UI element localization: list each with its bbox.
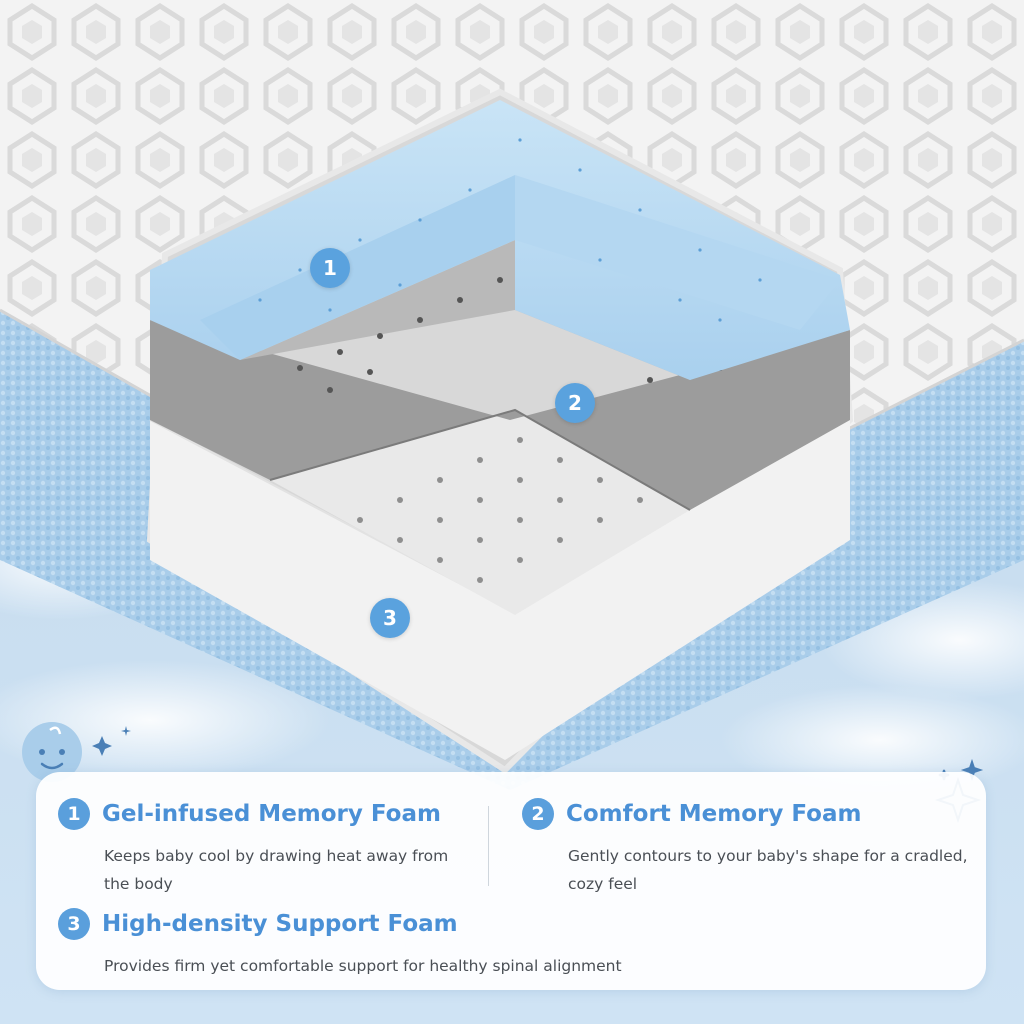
feature-title: Comfort Memory Foam bbox=[566, 801, 862, 827]
layer-3-marker: 3 bbox=[370, 598, 410, 638]
feature-description: Gently contours to your baby's shape for… bbox=[568, 847, 968, 893]
foam-cutaway bbox=[146, 88, 854, 774]
feature-support-foam: 3 High-density Support Foam Provides fir… bbox=[58, 908, 958, 980]
feature-gel-foam: 1 Gel-infused Memory Foam Keeps baby coo… bbox=[58, 798, 478, 898]
support-foam-layer bbox=[150, 410, 850, 760]
layer-2-marker: 2 bbox=[555, 383, 595, 423]
feature-panel bbox=[36, 772, 986, 990]
feature-description: Provides firm yet comfortable support fo… bbox=[104, 957, 622, 975]
feature-number-badge: 3 bbox=[58, 908, 90, 940]
feature-number-badge: 1 bbox=[58, 798, 90, 830]
feature-description: Keeps baby cool by drawing heat away fro… bbox=[104, 847, 449, 893]
layer-1-marker: 1 bbox=[310, 248, 350, 288]
feature-comfort-foam: 2 Comfort Memory Foam Gently contours to… bbox=[522, 798, 982, 898]
baby-face-icon bbox=[22, 722, 82, 782]
mattress-side-knit bbox=[0, 310, 1024, 790]
feature-number-badge: 2 bbox=[522, 798, 554, 830]
feature-title: High-density Support Foam bbox=[102, 911, 458, 937]
feature-title: Gel-infused Memory Foam bbox=[102, 801, 441, 827]
sparkle-icon bbox=[92, 726, 131, 756]
panel-divider bbox=[488, 806, 489, 886]
